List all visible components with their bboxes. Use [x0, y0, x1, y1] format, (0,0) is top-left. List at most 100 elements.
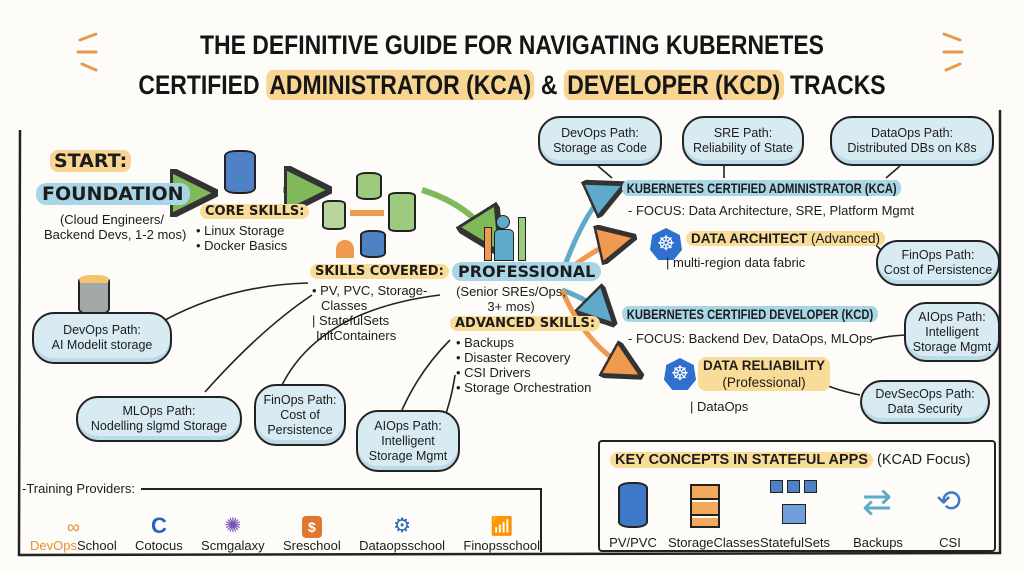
- concept-label: CSI: [939, 535, 961, 550]
- training-providers-label: -Training Providers:: [22, 481, 141, 496]
- professional-sub-2: 3+ mos): [487, 299, 535, 314]
- core-skills-list: • Linux Storage • Docker Basics: [196, 223, 287, 253]
- professional-label: PROFESSIONAL: [452, 262, 602, 281]
- training-providers-panel: -Training Providers:: [22, 481, 542, 552]
- key-concepts-heading: KEY CONCEPTS IN STATEFUL APPS (KCAD Focu…: [610, 452, 970, 468]
- cloud-devsecops-data-security: DevSecOps Path:Data Security: [860, 380, 990, 424]
- cloud-text: MLOps Path:: [122, 404, 196, 418]
- pv-pvc-database-icon: [618, 482, 648, 528]
- cloud-text: Intelligent: [381, 433, 435, 448]
- key-concepts-suffix: (KCAD Focus): [877, 452, 971, 468]
- cloud-text: Storage Mgmt: [912, 339, 992, 354]
- cloud-dataops-distributed-dbs: DataOps Path:Distributed DBs on K8s: [830, 116, 994, 166]
- provider-name: Scmgalaxy: [201, 538, 265, 553]
- cloud-text: Data Security: [887, 402, 963, 416]
- cloud-text: Nodelling slgmd Storage: [90, 419, 228, 433]
- provider-name: Finopsschool: [463, 538, 540, 553]
- cloud-text: AIOps Path:: [374, 418, 442, 433]
- csi-connector-icon: ⟲: [936, 485, 962, 518]
- cloud-devops-ai-storage: DevOps Path: AI Modelit storage: [32, 312, 172, 364]
- skills-covered-item: • PV, PVC, Storage-: [312, 283, 428, 298]
- kcd-focus: - FOCUS: Backend Dev, DataOps, MLOps: [628, 331, 873, 346]
- title-line-1: THE DEFINITIVE GUIDE FOR NAVIGATING KUBE…: [200, 30, 824, 60]
- core-skill-item: • Docker Basics: [196, 238, 288, 253]
- professional-subtitle: (Senior SREs/Ops, 3+ mos): [456, 284, 566, 314]
- skills-covered-item: InitContainers: [316, 328, 397, 343]
- data-reliability-tag: (Professional): [722, 375, 806, 390]
- cloud-text: AIOps Path:: [918, 309, 986, 324]
- data-reliability-sub: | DataOps: [690, 399, 749, 414]
- cloud-text: Persistence: [267, 422, 333, 437]
- cloud-text: Storage as Code: [553, 141, 647, 155]
- cloud-text: DataOps Path:: [871, 126, 953, 140]
- skills-covered-list: • PV, PVC, Storage- Classes | StatefulSe…: [312, 283, 427, 343]
- infinity-logo-icon: ∞: [66, 517, 80, 537]
- cotocus-logo-icon: C: [150, 513, 167, 538]
- cloud-text: Reliability of State: [692, 141, 794, 155]
- advanced-skill-item: • CSI Drivers: [456, 365, 531, 380]
- cloud-text: Storage Mgmt: [368, 448, 448, 463]
- chart-logo-icon: 📶: [490, 516, 513, 536]
- start-label: START:: [50, 150, 132, 172]
- concept-label: StatefulSets: [759, 535, 831, 550]
- cloud-text: DevOps Path:: [561, 126, 639, 140]
- title-word: CERTIFIED: [138, 70, 260, 100]
- data-reliability-title: DATA RELIABILITY: [703, 358, 825, 373]
- skills-covered-label: SKILLS COVERED:: [310, 264, 449, 279]
- database-cloud-icon: [78, 275, 110, 315]
- frame: [17, 110, 1002, 557]
- advanced-skills-list: • Backups • Disaster Recovery • CSI Driv…: [456, 335, 591, 395]
- core-skill-item: • Linux Storage: [196, 223, 285, 238]
- skills-covered-item: | StatefulSets: [312, 313, 390, 328]
- key-concepts-title: KEY CONCEPTS IN STATEFUL APPS: [610, 452, 873, 468]
- concept-label: Backups: [853, 535, 903, 550]
- storage-classes-server-icon: [690, 484, 720, 528]
- provider-scmgalaxy[interactable]: ✺Scmgalaxy: [201, 514, 265, 553]
- core-skills-label: CORE SKILLS:: [200, 204, 310, 219]
- cloud-text: FinOps Path:: [263, 392, 337, 407]
- provider-sreschool[interactable]: $Sreschool: [283, 516, 341, 553]
- skills-covered-item: Classes: [321, 298, 368, 313]
- title-word: TRACKS: [789, 70, 886, 100]
- provider-name-a: DevOps: [30, 538, 77, 553]
- cloud-text: DevSecOps Path:: [875, 387, 975, 401]
- statefulsets-cubes-icon: [770, 480, 818, 526]
- gear-logo-icon: ⚙: [393, 515, 412, 537]
- foundation-sub-2: Backend Devs, 1-2 mos): [44, 227, 187, 242]
- cloud-text: FinOps Path:: [901, 248, 975, 262]
- database-icon: [224, 150, 256, 194]
- provider-name: Dataopsschool: [359, 538, 446, 553]
- foundation-sub-1: (Cloud Engineers/: [59, 212, 165, 227]
- data-architect-sub: | multi-region data fabric: [666, 255, 806, 270]
- data-architect-tag: (Advanced): [811, 231, 881, 246]
- provider-finopsschool[interactable]: 📶 Finopsschool: [463, 514, 540, 553]
- galaxy-logo-icon: ✺: [224, 515, 242, 537]
- data-reliability-label: DATA RELIABILITY (Professional): [698, 357, 830, 391]
- title-kcd-highlight: DEVELOPER (KCD): [563, 70, 784, 100]
- cloud-sre-reliability: SRE Path:Reliability of State: [682, 116, 804, 166]
- cloud-mlops-storage: MLOps Path:Nodelling slgmd Storage: [76, 396, 242, 442]
- cloud-devops-storage-as-code: DevOps Path:Storage as Code: [538, 116, 662, 166]
- cloud-text: Intelligent: [925, 324, 979, 339]
- provider-name-b: School: [76, 538, 117, 553]
- kca-focus: - FOCUS: Data Architecture, SRE, Platfor…: [628, 203, 915, 218]
- concept-label: StorageClasses: [668, 535, 760, 550]
- cloud-text: Cost of: [280, 407, 320, 422]
- provider-dataopsschool[interactable]: ⚙Dataopsschool: [359, 514, 445, 553]
- storage-cluster-icon: [322, 172, 422, 262]
- advanced-skills-label: ADVANCED SKILLS:: [450, 316, 601, 331]
- professional-growth-icon: [482, 205, 530, 263]
- advanced-skill-item: • Storage Orchestration: [456, 380, 592, 395]
- cloud-finops-cost-persistence: FinOps Path:Cost of Persistence: [876, 240, 1000, 286]
- kca-track-label: KUBERNETES CERTIFIED ADMINISTRATOR (KCA): [622, 180, 902, 196]
- provider-devopsschool[interactable]: ∞DevOpsSchool: [30, 516, 117, 553]
- data-architect-label: DATA ARCHITECT (Advanced): [686, 231, 886, 246]
- key-concepts-panel: KEY CONCEPTS IN STATEFUL APPS (KCAD Focu…: [598, 440, 996, 552]
- data-architect-title: DATA ARCHITECT: [691, 231, 808, 246]
- cloud-text: DevOps Path:: [63, 323, 141, 337]
- backups-cycle-icon: ⇄: [862, 481, 893, 522]
- foundation-subtitle: (Cloud Engineers/ Backend Devs, 1-2 mos): [44, 212, 187, 242]
